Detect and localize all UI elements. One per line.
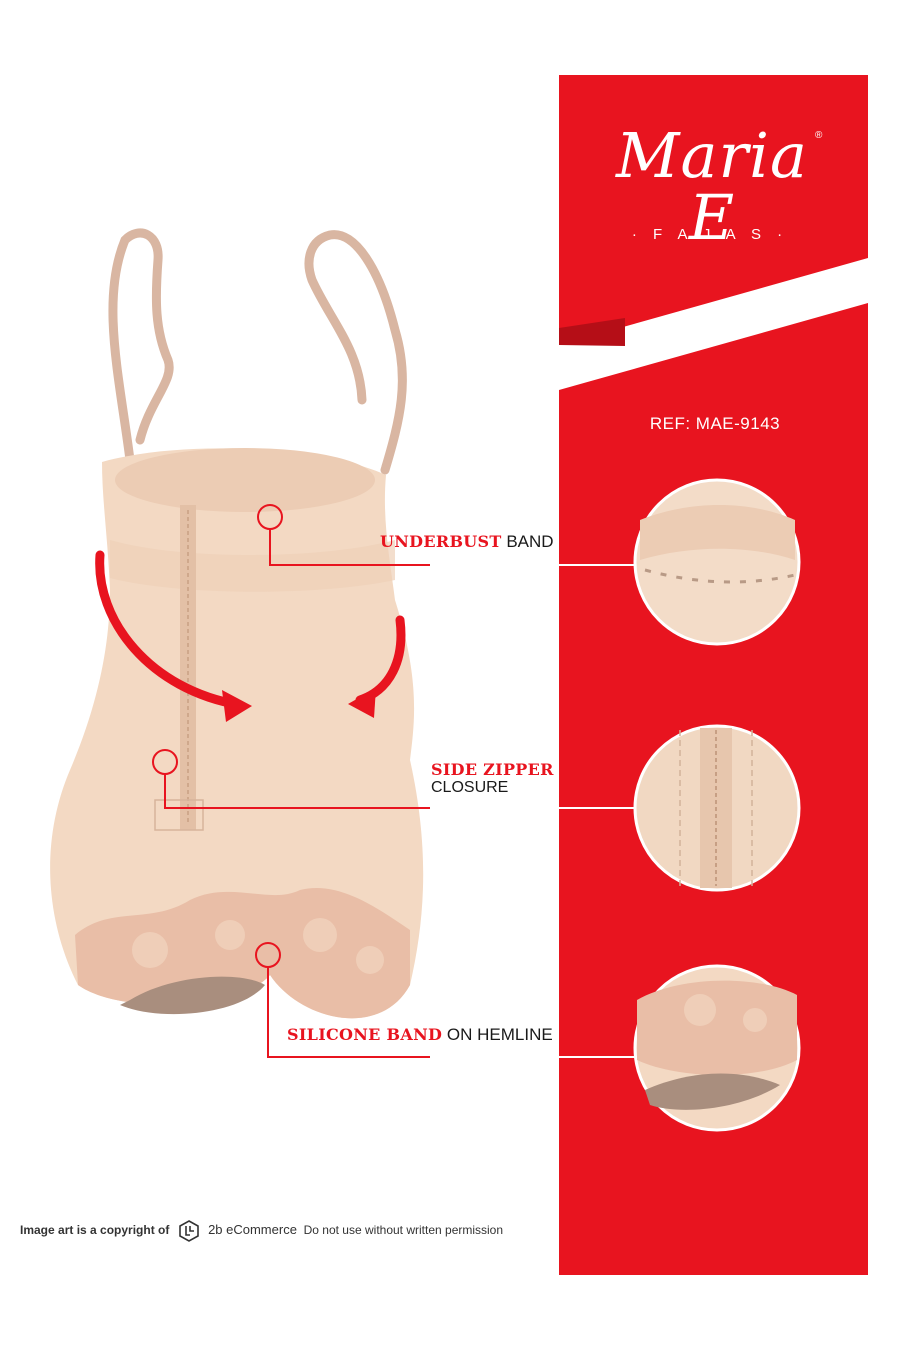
right-strap [304, 230, 407, 475]
copyright-footer: Image art is a copyright of 2b eCommerce… [20, 1219, 503, 1243]
brand-subtitle: · F A J A S · [631, 226, 789, 243]
product-reference: REF: MAE-9143 [649, 414, 781, 433]
registered-mark: ® [815, 130, 823, 141]
hem-shadow [120, 976, 265, 1015]
silicone-detail-circle [633, 964, 801, 1132]
underbust-label: UNDERBUST BAND [380, 532, 554, 551]
brand-logo: Maria E [616, 119, 808, 254]
silicone-label: SILICONE BAND ON HEMLINE [287, 1025, 553, 1044]
underbust-detail-circle [633, 478, 801, 646]
2b-ecommerce-logo-icon [178, 1220, 199, 1242]
inner-opening [115, 448, 375, 512]
bodysuit-body [50, 448, 424, 1019]
zipper-label: SIDE ZIPPER CLOSURE [431, 760, 554, 796]
left-arrow-icon [95, 550, 245, 710]
zipper-detail-circle [633, 724, 801, 892]
left-strap [108, 228, 174, 465]
